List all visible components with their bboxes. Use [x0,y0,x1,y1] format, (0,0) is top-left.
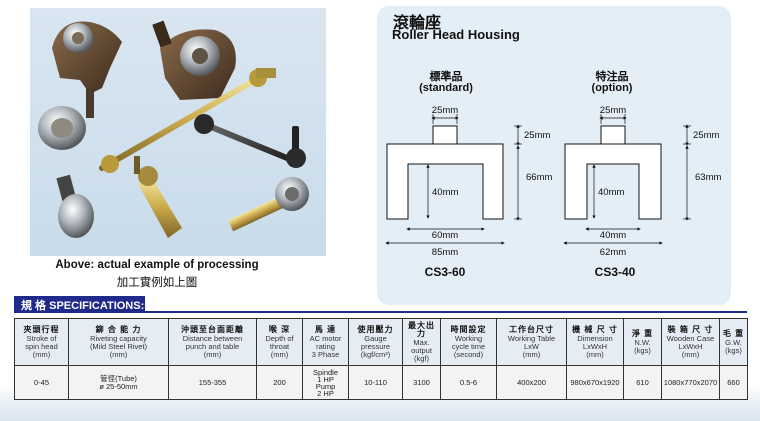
cell-working-table: 400x200 [496,365,567,400]
option-label-chinese: 特注品 [595,71,629,83]
cell-gauge-pressure: 10-110 [348,365,403,400]
option-model: CS3-40 [595,265,636,279]
standard-inner-width: 60mm [432,230,458,241]
cell-punch-table-distance: 155-355 [168,365,257,400]
photo-caption-chinese: 加工實例如上圖 [116,277,198,289]
standard-inner-height: 40mm [432,187,458,198]
standard-total-height: 66mm [526,172,552,183]
table-row: 0-45 管徑(Tube) ø 25-50mm 155-355 200 Spin… [14,365,748,400]
specifications-header: 規 格 SPECIFICATIONS: [14,296,145,312]
standard-label-english: (standard) [419,82,473,94]
parts-photo [30,8,326,256]
option-top-width: 25mm [600,105,626,116]
roller-head-title-chinese: 滾輪座 [393,15,442,32]
option-inner-height: 40mm [598,187,624,198]
photo-caption-english: Above: actual example of processing [55,259,259,271]
specifications-header-label: 規 格 SPECIFICATIONS: [21,300,145,312]
option-top-height: 25mm [693,130,719,141]
cell-net-weight: 610 [623,365,662,400]
cell-motor: Spindle 1 HP Pump 2 HP [302,365,349,400]
standard-top-width: 25mm [432,105,458,116]
standard-top-height: 25mm [524,130,550,141]
option-outer-width: 62mm [600,247,626,258]
cell-cycle-time: 0.5-6 [440,365,497,400]
cell-wooden-case: 1080x770x2070 [661,365,720,400]
option-total-height: 63mm [695,172,721,183]
option-inner-width: 40mm [600,230,626,241]
specifications-divider [14,311,747,313]
option-housing-drawing: 25mm 25mm 63mm 40mm 40mm 62mm CS3-40 [563,105,721,279]
standard-outer-width: 85mm [432,247,458,258]
cell-throat-depth: 200 [256,365,303,400]
roller-head-title-english: Roller Head Housing [392,27,520,42]
cell-max-output: 3100 [402,365,441,400]
standard-model: CS3-60 [425,265,466,279]
cell-stroke: 0-45 [14,365,69,400]
cell-gross-weight: 660 [719,365,748,400]
cell-riveting-capacity: 管徑(Tube) ø 25-50mm [68,365,169,400]
standard-label-chinese: 標準品 [429,71,463,83]
standard-housing-drawing: 25mm 25mm 66mm 40mm 60mm 85mm CS3-60 [385,105,552,279]
option-label-english: (option) [591,82,633,94]
cell-dimension: 980x670x1920 [566,365,624,400]
